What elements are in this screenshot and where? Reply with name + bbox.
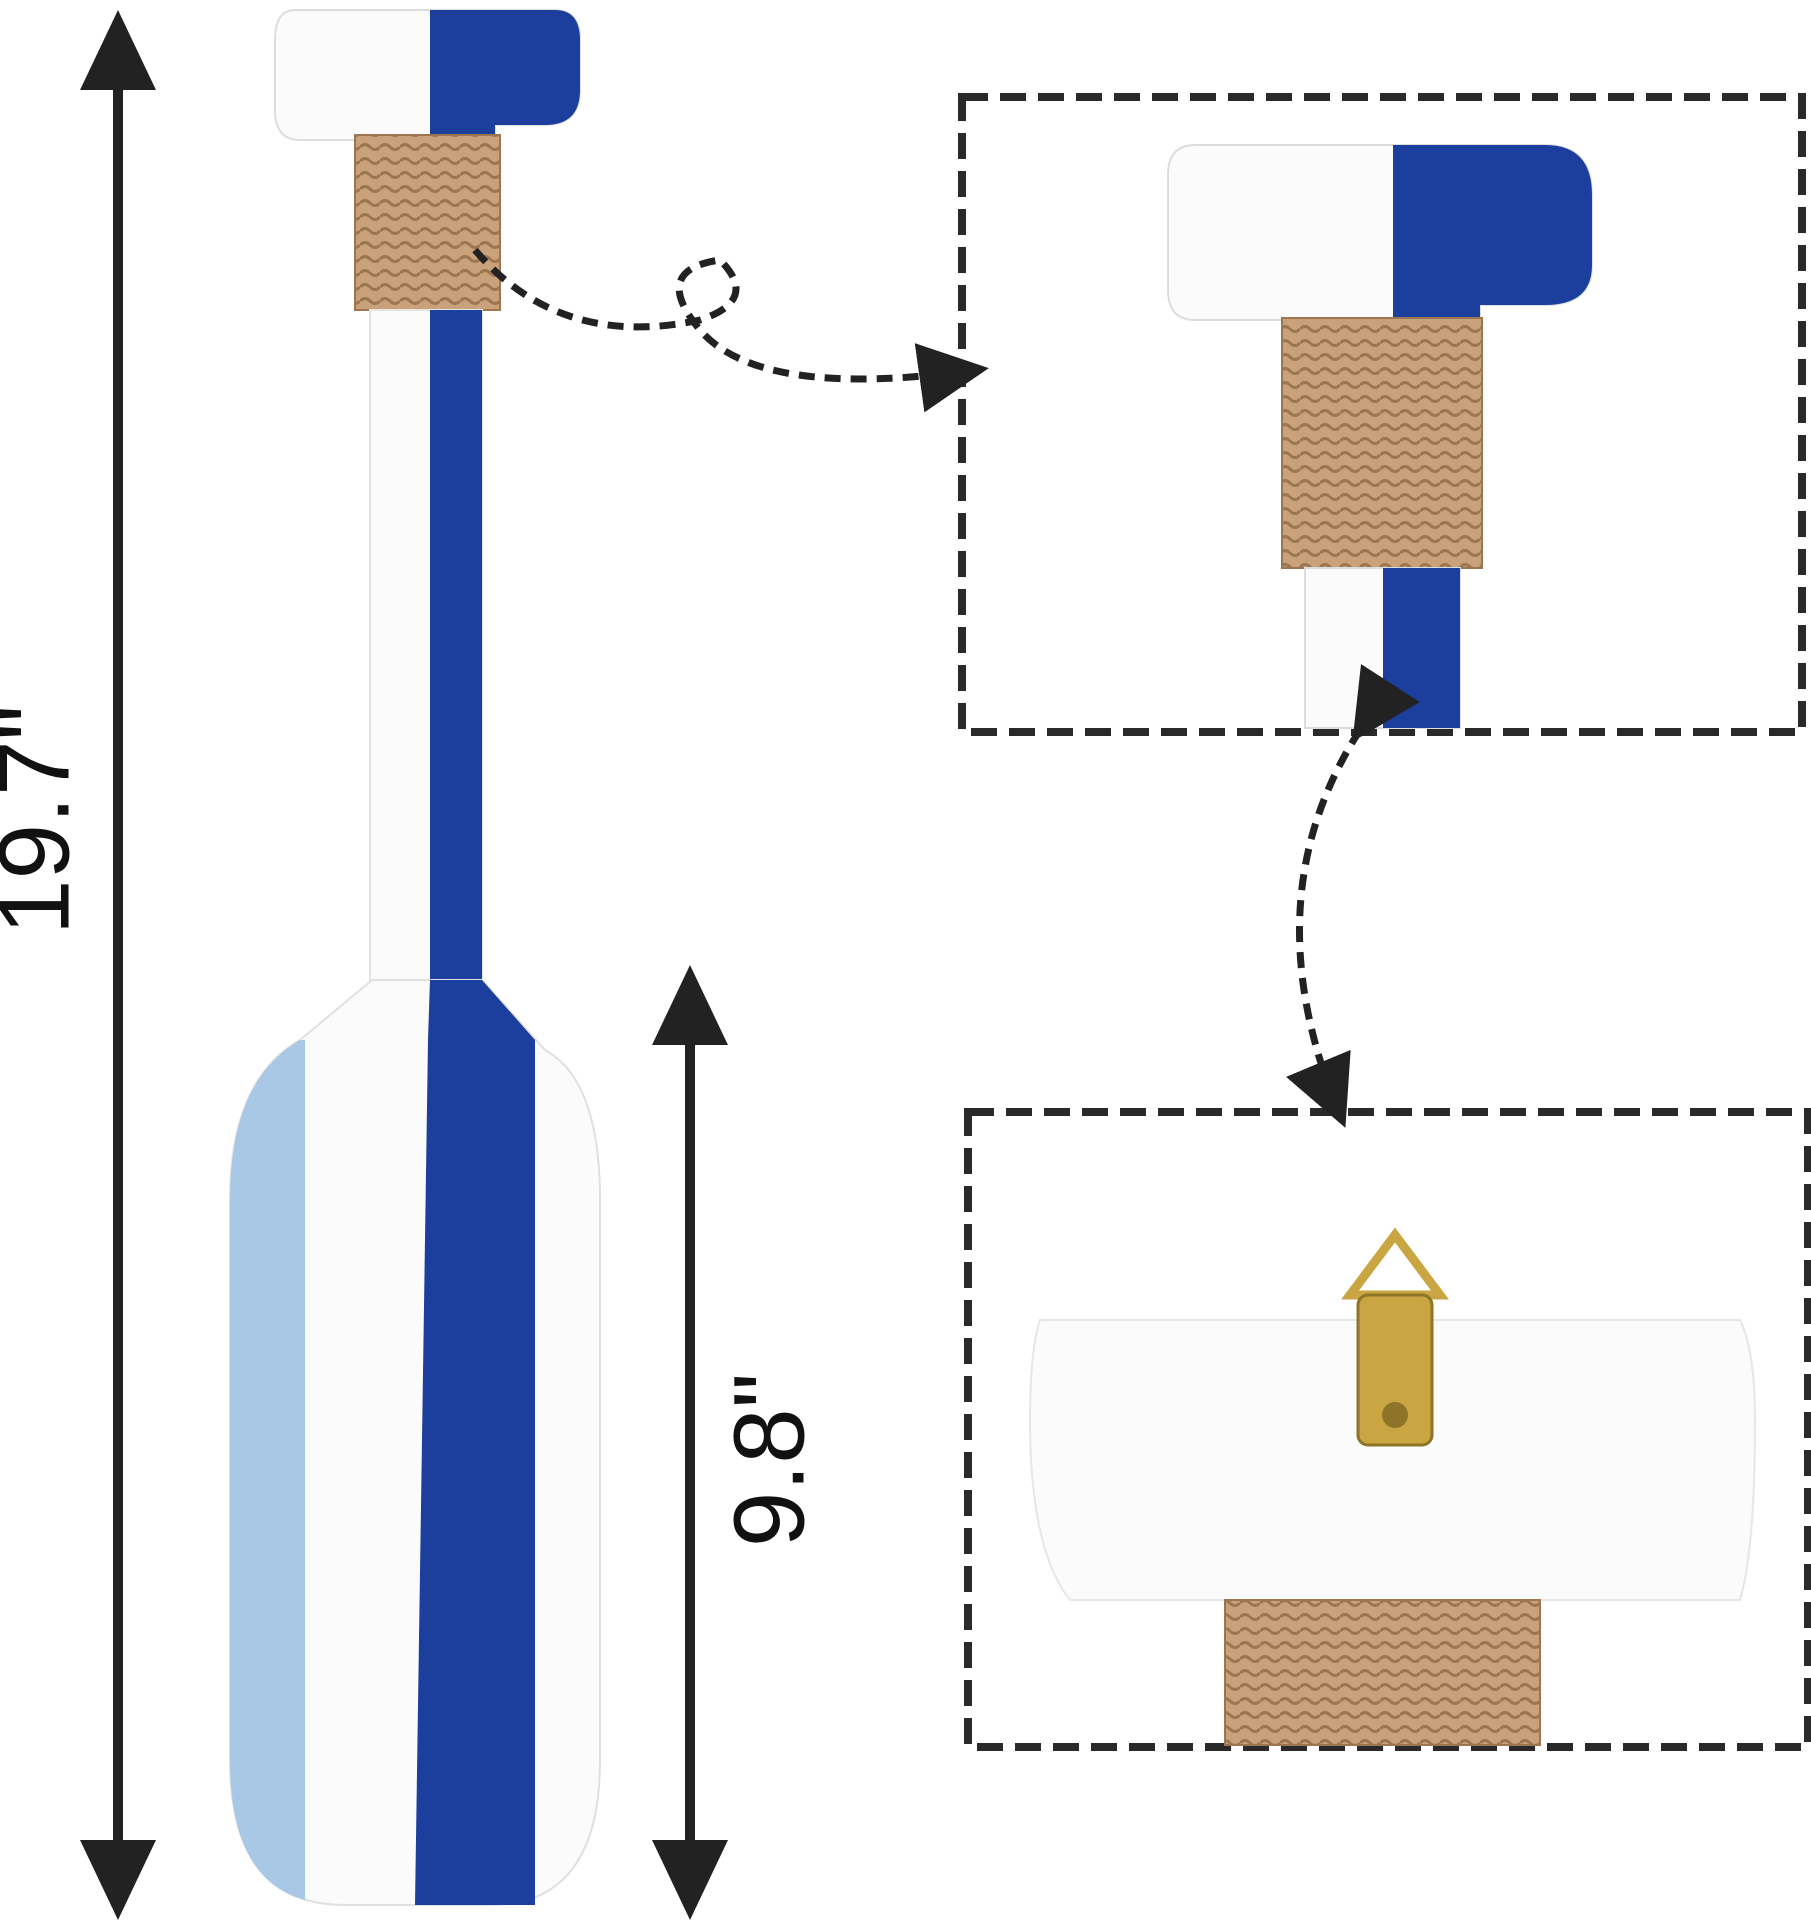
bottom-twine — [1224, 1599, 1541, 1746]
grip-to-detail-dashed-curve-arrow-icon — [472, 247, 989, 413]
overall-length-label: 19.7" — [0, 704, 91, 936]
hanger-detail-box — [964, 1108, 1811, 1751]
detail-twine-grip — [1281, 317, 1483, 569]
blade-length-double-arrow-icon — [652, 965, 728, 1920]
handle-detail-box — [958, 93, 1806, 736]
blade-length-label: 9.8" — [713, 1372, 826, 1548]
overall-length-double-arrow-icon — [80, 10, 156, 1920]
hanger-hook-icon — [1341, 1227, 1449, 1447]
oar — [229, 9, 601, 1906]
between-boxes-dashed-curve-arrow-icon — [1286, 663, 1420, 1128]
twine-grip — [354, 134, 501, 311]
